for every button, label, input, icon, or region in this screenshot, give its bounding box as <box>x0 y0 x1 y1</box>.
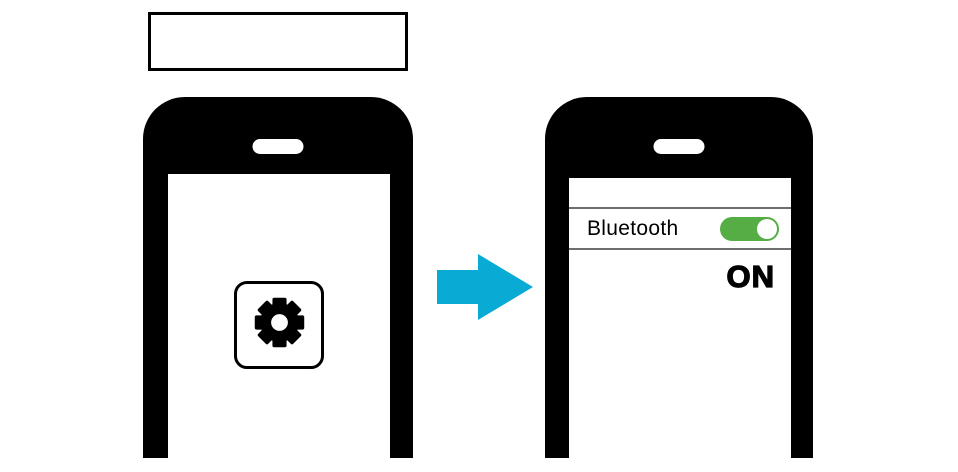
bluetooth-row: Bluetooth <box>569 209 791 248</box>
on-status-text: ON <box>726 259 775 294</box>
toggle-knob <box>757 218 777 239</box>
status-strip <box>569 178 791 207</box>
phone-left <box>143 97 413 458</box>
earpiece-speaker <box>653 139 705 154</box>
earpiece-speaker <box>252 139 304 154</box>
settings-app-button[interactable] <box>234 281 324 369</box>
gear-icon <box>253 296 306 354</box>
bluetooth-toggle[interactable] <box>720 216 779 241</box>
row-divider <box>569 248 791 250</box>
arrow-right-icon <box>437 254 533 320</box>
phone-right-screen: Bluetooth ON <box>569 178 791 458</box>
phone-left-screen <box>168 174 390 458</box>
phone-right: Bluetooth ON <box>545 97 813 458</box>
bluetooth-label: Bluetooth <box>587 216 679 240</box>
row-divider <box>569 207 791 209</box>
caption-box <box>148 12 408 71</box>
